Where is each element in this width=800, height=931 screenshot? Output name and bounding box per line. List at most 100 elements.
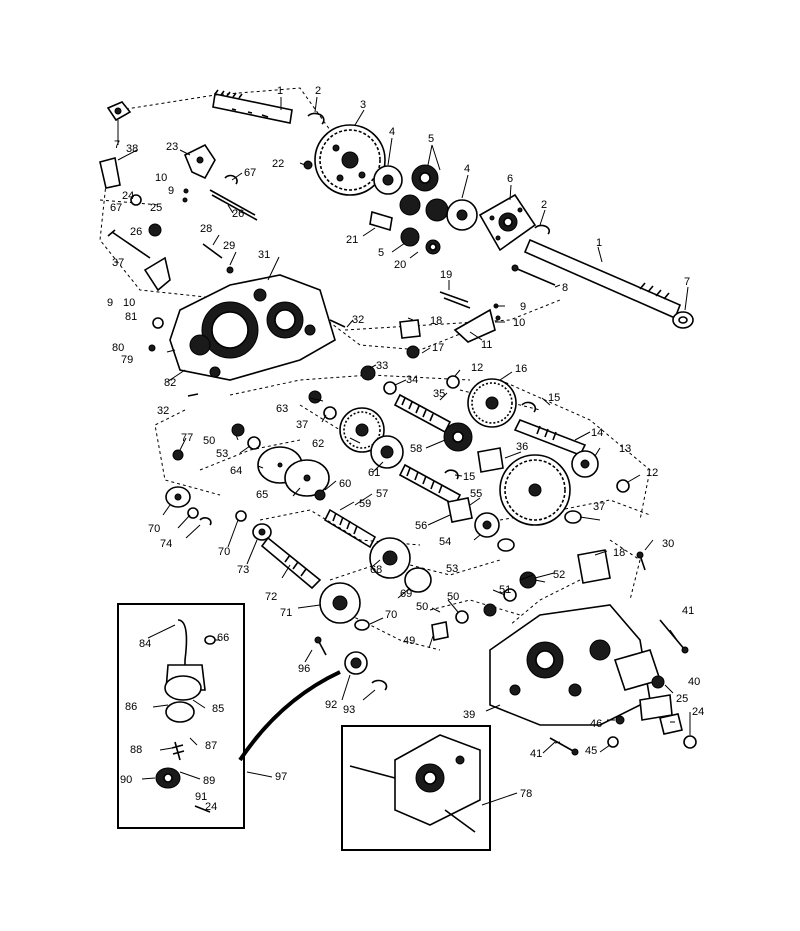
label-25a: 25 [150,202,162,214]
label-78: 78 [520,788,532,800]
label-7b: 7 [684,276,690,288]
label-54: 54 [439,536,451,548]
label-12b: 12 [646,467,658,479]
label-66: 66 [217,632,229,644]
label-4a: 4 [389,126,395,138]
label-89: 89 [203,775,215,787]
label-61: 61 [368,467,380,479]
label-3: 3 [360,99,366,111]
label-31: 31 [258,249,270,261]
label-70c: 70 [385,609,397,621]
label-25b: 25 [676,693,688,705]
label-30: 30 [662,538,674,550]
label-32b: 32 [157,405,169,417]
label-73a: 73 [237,564,249,576]
label-68: 68 [370,564,382,576]
label-12a: 12 [471,362,483,374]
label-50a: 50 [203,435,215,447]
label-37c: 37 [593,501,605,513]
left-bracket-parts [99,143,258,292]
label-71: 71 [280,607,292,619]
label-70a: 70 [148,523,160,535]
label-67a: 67 [244,167,256,179]
label-34: 34 [406,374,418,386]
label-20: 20 [394,259,406,271]
label-81: 81 [125,311,137,323]
label-55: 55 [470,488,482,500]
right-upper-small-parts [399,291,501,359]
lower-left-discs [165,486,646,641]
inset-connector [238,670,341,762]
label-90: 90 [120,774,132,786]
label-10b: 10 [123,297,135,309]
label-91: 91 [195,791,207,803]
label-35: 35 [433,388,445,400]
label-28: 28 [200,223,212,235]
label-14: 14 [591,427,603,439]
label-53a: 53 [216,448,228,460]
label-8: 8 [562,282,568,294]
label-51: 51 [499,584,511,596]
label-1b: 1 [596,237,602,249]
middle-gear-row [360,365,630,526]
lower-center-parts [314,636,388,691]
label-26b: 26 [130,226,142,238]
label-21: 21 [346,234,358,246]
label-52: 52 [553,569,565,581]
label-15a: 15 [548,392,560,404]
label-5b: 5 [378,247,384,259]
label-18a: 18 [430,315,442,327]
center-discs [172,390,515,552]
leader-lines [117,96,691,806]
label-26a: 26 [232,208,244,220]
upper-shaft-assembly [106,89,694,329]
label-36: 36 [516,441,528,453]
label-33: 33 [376,360,388,372]
label-41a: 41 [682,605,694,617]
label-40: 40 [688,676,700,688]
label-2a: 2 [315,85,321,97]
label-37b: 37 [296,419,308,431]
label-80: 80 [112,342,124,354]
label-16: 16 [515,363,527,375]
assembly-inset-box [341,725,491,851]
label-4b: 4 [464,163,470,175]
label-82: 82 [164,377,176,389]
label-70b: 70 [218,546,230,558]
label-18b: 18 [613,547,625,559]
label-46: 46 [590,718,602,730]
label-86: 86 [125,701,137,713]
label-65: 65 [256,489,268,501]
label-88: 88 [130,744,142,756]
label-22: 22 [272,158,284,170]
label-87: 87 [205,740,217,752]
label-9b: 9 [107,297,113,309]
label-69: 69 [400,588,412,600]
label-29: 29 [223,240,235,252]
label-24a: 24 [122,190,134,202]
label-7a: 7 [114,139,120,151]
shifter-inset-box [117,603,245,829]
label-50c: 50 [416,601,428,613]
label-50b: 50 [447,591,459,603]
label-19: 19 [440,269,452,281]
label-2b: 2 [541,199,547,211]
label-96: 96 [298,663,310,675]
label-39: 39 [463,709,475,721]
label-62: 62 [312,438,324,450]
label-58: 58 [410,443,422,455]
label-37a: 37 [112,257,124,269]
label-9a: 9 [168,185,174,197]
label-59: 59 [359,498,371,510]
left-housing [148,274,346,397]
label-24b: 24 [205,801,217,813]
label-97: 97 [275,771,287,783]
label-93: 93 [343,704,355,716]
label-79: 79 [121,354,133,366]
label-10a: 10 [155,172,167,184]
label-84: 84 [139,638,151,650]
label-9c: 9 [520,301,526,313]
label-85: 85 [212,703,224,715]
label-72: 72 [265,591,277,603]
